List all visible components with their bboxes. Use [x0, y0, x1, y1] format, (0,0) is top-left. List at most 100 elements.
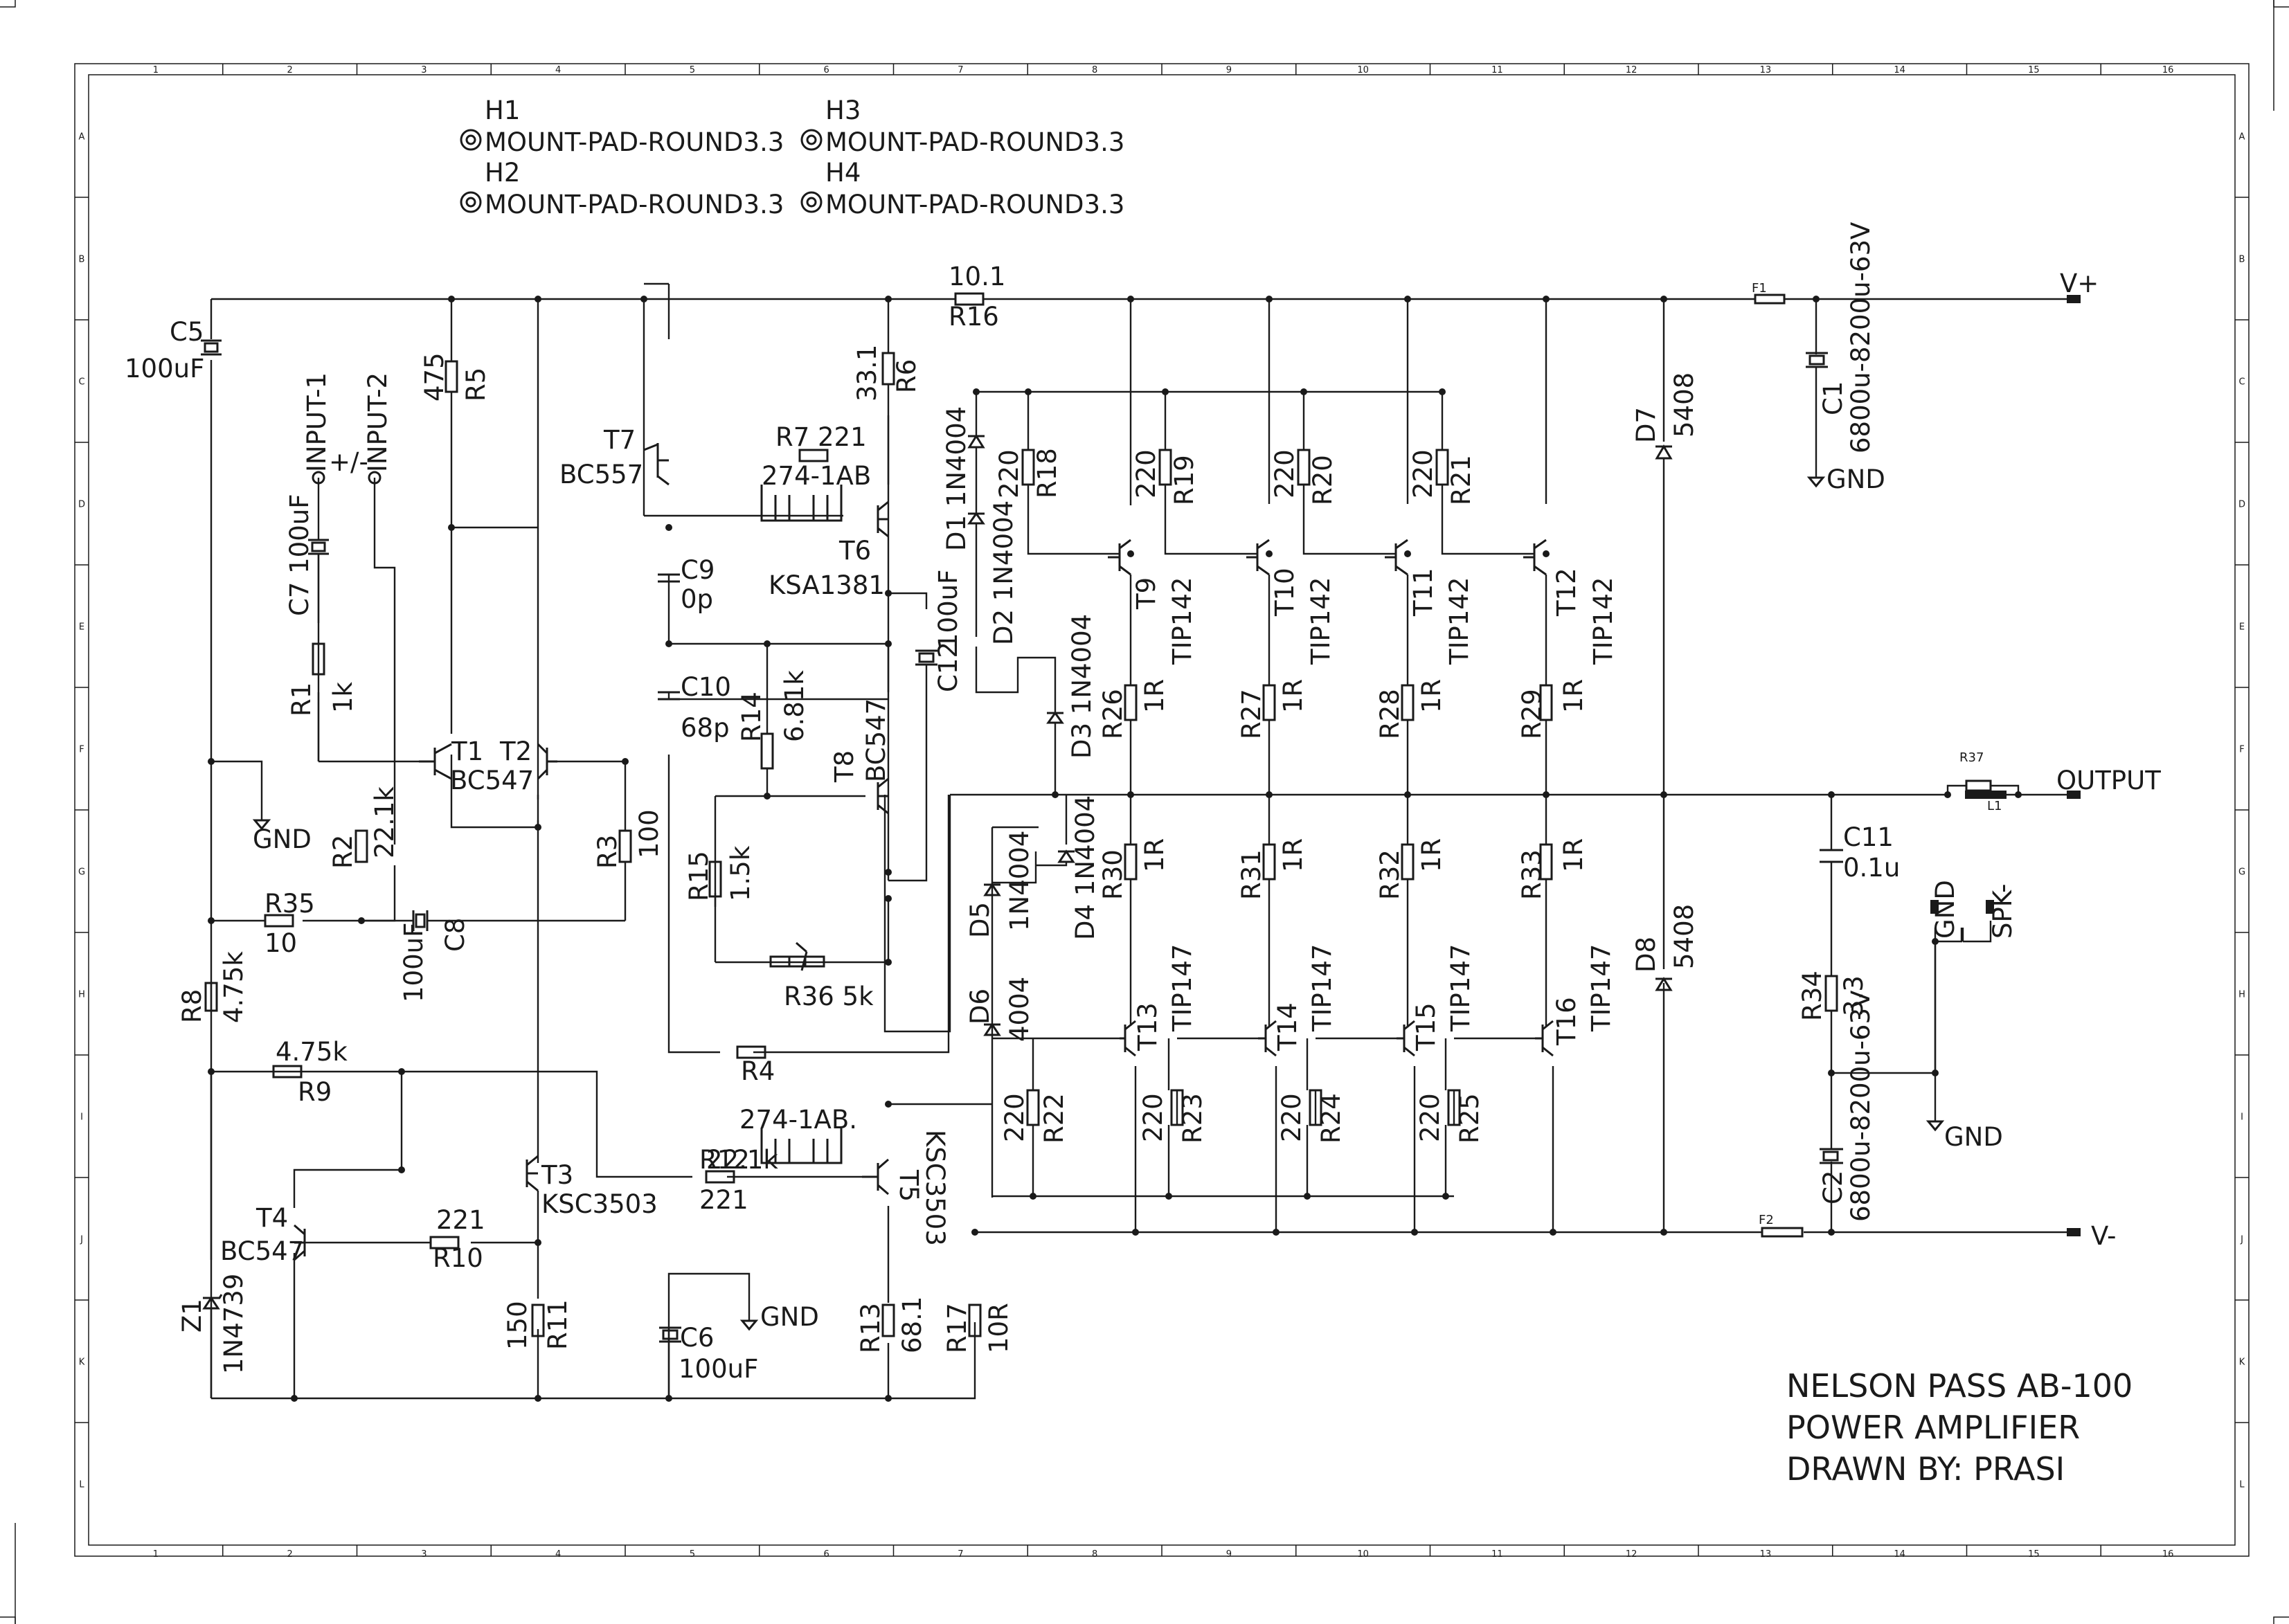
r31-value: 1R — [1278, 838, 1308, 872]
frame-row-label: E — [79, 622, 84, 633]
output-label: OUTPUT — [2056, 766, 2161, 795]
frame-col-label: 9 — [1226, 1549, 1232, 1560]
t10-ref: T10 — [1270, 568, 1300, 617]
h3-ref: H3 — [825, 96, 861, 125]
r8-value: 4.75k — [219, 951, 249, 1023]
frame-col-label: 8 — [1092, 1549, 1097, 1560]
t4-value: BC547 — [220, 1236, 304, 1266]
frame-row-label: H — [2238, 990, 2245, 1000]
input1-label: INPUT-1 — [302, 372, 332, 472]
r19-value: 220 — [1131, 449, 1161, 498]
r12-value: 221 — [699, 1185, 748, 1215]
title-line-2: POWER AMPLIFIER — [1786, 1409, 2080, 1446]
h4-ref: H4 — [825, 158, 861, 188]
r31-ref: R31 — [1237, 849, 1266, 900]
r29-ref: R29 — [1517, 689, 1547, 739]
r23-value: 220 — [1138, 1093, 1168, 1142]
frame-col-label: 3 — [421, 1549, 427, 1560]
t15-ref: T15 — [1411, 1002, 1441, 1052]
frame-col-label: 6 — [823, 65, 829, 75]
d7-ref: D7 — [1631, 407, 1661, 443]
frame-row-label: I — [2241, 1112, 2243, 1123]
frame-col-label: 2 — [287, 1549, 292, 1560]
r36-trimmer — [788, 941, 825, 971]
mounting-hole-h2: H2 MOUNT-PAD-ROUND3.3 — [460, 158, 784, 219]
frame-col-label: 13 — [1760, 1549, 1772, 1560]
h4-value: MOUNT-PAD-ROUND3.3 — [825, 190, 1124, 219]
l1-inductor — [1965, 791, 2007, 799]
t8-value: BC547 — [861, 698, 891, 782]
r14-ref: R14 — [737, 692, 766, 742]
t10-value: TIP142 — [1306, 577, 1336, 665]
c5-ref: C5 — [170, 317, 204, 347]
r4-ref: R4 — [741, 1056, 775, 1086]
r20-value: 220 — [1270, 449, 1300, 498]
r12-ref: R12 — [699, 1145, 750, 1175]
frame-row-label: B — [2239, 255, 2245, 265]
r9-ref: R9 — [298, 1077, 332, 1107]
r20-ref: R20 — [1308, 455, 1338, 505]
r16-ref: R16 — [949, 302, 999, 332]
c1-ref: C1 — [1818, 381, 1848, 415]
r25-value: 220 — [1415, 1093, 1445, 1142]
schematic-wires — [210, 282, 2081, 1400]
c6-ref: C6 — [680, 1323, 714, 1353]
r1-value: 1k — [328, 681, 358, 713]
r15-ref: R15 — [684, 851, 714, 901]
r28-value: 1R — [1417, 679, 1446, 713]
frame-col-label: 14 — [1894, 65, 1905, 75]
r35-ref: R35 — [264, 889, 315, 919]
r30-ref: R30 — [1098, 849, 1128, 900]
frame-row-label: I — [80, 1112, 83, 1123]
r26-value: 1R — [1140, 679, 1169, 713]
frame-col-label: 14 — [1894, 1549, 1905, 1560]
r3-value: 100 — [634, 809, 664, 858]
frame-row-label: K — [2239, 1357, 2245, 1368]
title-line-3: DRAWN BY: PRASI — [1786, 1450, 2065, 1488]
r5-value: 475 — [420, 352, 449, 402]
f2-fuse — [1761, 1227, 1804, 1238]
d2-label: D2 1N4004 — [989, 500, 1018, 645]
r11-value: 150 — [503, 1301, 532, 1350]
heatsink-symbols — [760, 485, 843, 1164]
frame-col-label: 7 — [958, 65, 963, 75]
r22-value: 220 — [1000, 1093, 1030, 1142]
r18-ref: R18 — [1032, 448, 1062, 498]
t6-value: KSA1381 — [769, 570, 885, 600]
h2-ref: H2 — [485, 158, 520, 188]
frame-col-label: 4 — [555, 65, 561, 75]
resistor-symbols — [204, 292, 1992, 1337]
z1-ref: Z1 — [177, 1299, 207, 1333]
frame-col-label: 13 — [1760, 65, 1772, 75]
r29-value: 1R — [1559, 679, 1588, 713]
frame-col-label: 16 — [2162, 1549, 2174, 1560]
d5-ref: D5 — [965, 902, 995, 938]
t3-value: KSC3503 — [541, 1189, 658, 1219]
t11-value: TIP142 — [1444, 577, 1474, 665]
f2-ref: F2 — [1759, 1213, 1774, 1227]
t12-value: TIP142 — [1588, 577, 1618, 665]
mounting-hole-h4: H4 MOUNT-PAD-ROUND3.3 — [800, 158, 1124, 219]
heatsink-bottom-label: 274-1AB. — [739, 1105, 857, 1135]
r36-label: R36 5k — [784, 982, 874, 1011]
r2-ref: R2 — [328, 835, 358, 869]
r21-value: 220 — [1408, 449, 1438, 498]
c5-value: 100uF — [125, 354, 204, 384]
c9-value: 0p — [681, 584, 713, 614]
d5-value: 1N4004 — [1005, 831, 1034, 931]
gnd-label-c2: GND — [1944, 1122, 2003, 1152]
z1-value: 1N4739 — [219, 1274, 249, 1374]
frame-row-label: F — [79, 745, 84, 755]
d6-value: 4004 — [1005, 977, 1034, 1042]
frame-col-label: 7 — [958, 1549, 963, 1560]
title-block: NELSON PASS AB-100 POWER AMPLIFIER DRAWN… — [1786, 1367, 2133, 1488]
t2-ref: T2 — [499, 737, 532, 766]
spk-label: SPK- — [1988, 883, 2018, 939]
transistor-symbols — [294, 443, 1554, 1261]
d7-value: 5408 — [1669, 372, 1699, 437]
c2-ref: C2 — [1818, 1171, 1848, 1205]
vminus-label: V- — [2091, 1221, 2117, 1251]
t12-ref: T12 — [1552, 568, 1581, 617]
r3-ref: R3 — [593, 835, 622, 869]
